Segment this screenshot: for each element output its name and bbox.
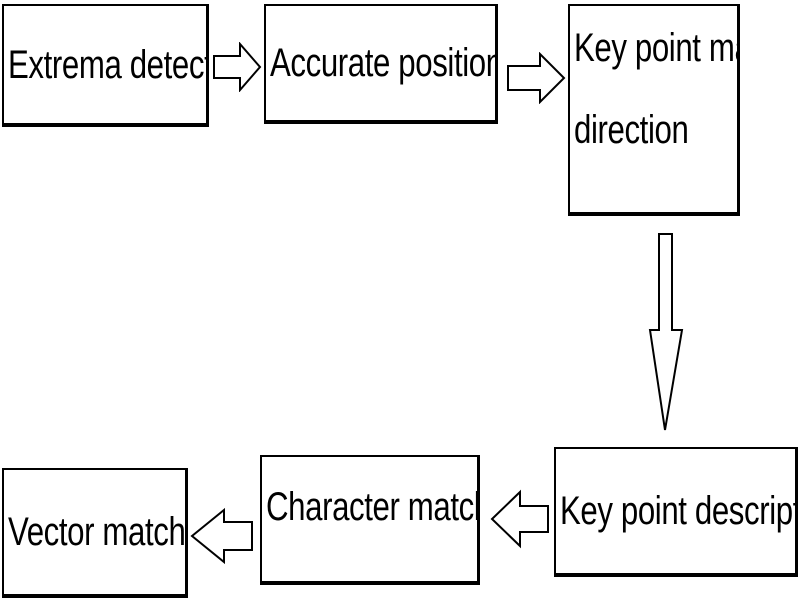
node-character-matching: Character matching	[260, 455, 480, 585]
node-key-point-description: Key point description	[554, 447, 798, 577]
node-label-line1: Key point main	[574, 26, 737, 70]
arrow-down-icon	[648, 232, 684, 432]
node-extrema-detection: Extrema detection	[2, 4, 209, 127]
node-label: Key point description	[560, 489, 798, 533]
node-label-line2: direction	[574, 108, 689, 152]
node-key-point-main-direction: Key point main direction	[568, 4, 740, 216]
arrow-left-icon	[190, 506, 254, 566]
node-label: Extrema detection	[8, 42, 206, 87]
node-label: Vector matching	[8, 510, 186, 554]
arrow-right-icon	[506, 52, 566, 104]
node-vector-matching: Vector matching	[2, 468, 188, 598]
node-label: Character matching	[266, 485, 477, 529]
node-accurate-positioning: Accurate positioning	[264, 4, 498, 124]
arrow-left-icon	[490, 488, 550, 550]
node-label: Accurate positioning	[270, 41, 495, 85]
arrow-right-icon	[212, 42, 262, 92]
